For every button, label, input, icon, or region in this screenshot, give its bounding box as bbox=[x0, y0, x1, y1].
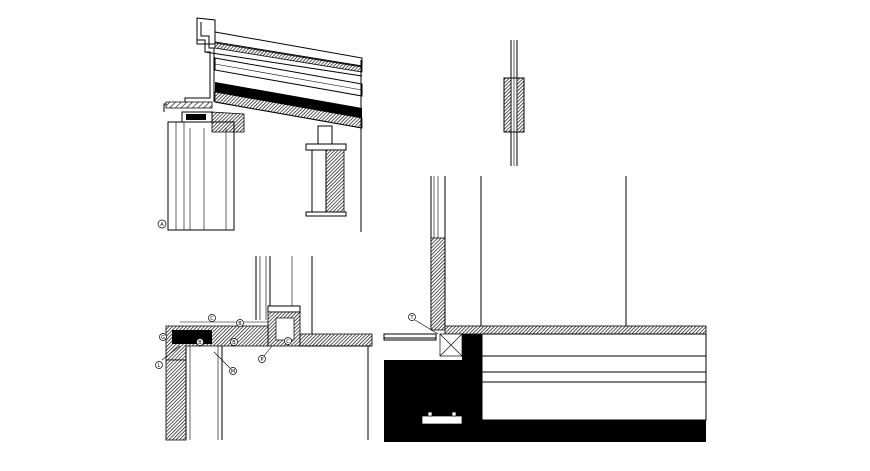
callout-sill-4: B bbox=[230, 338, 238, 346]
callout-sill-2: B bbox=[236, 319, 244, 327]
callout-sill-1: C bbox=[208, 314, 216, 322]
svg-text:C: C bbox=[210, 316, 214, 322]
callout-sill-5: C bbox=[284, 337, 292, 345]
callout-sill-6: G bbox=[159, 333, 167, 341]
mullion-detail bbox=[503, 40, 525, 166]
svg-text:B: B bbox=[232, 340, 236, 346]
callout-sill-9: P bbox=[258, 345, 273, 363]
callout-sill-8: M bbox=[213, 351, 237, 375]
svg-text:G: G bbox=[161, 335, 165, 341]
callout-corner-1: T bbox=[408, 313, 439, 335]
callout-detail-a: A bbox=[157, 219, 167, 229]
eave-detail: A bbox=[157, 17, 363, 232]
callout-sill-7: L bbox=[155, 345, 181, 369]
callout-sill-3: B bbox=[196, 338, 204, 346]
svg-text:B: B bbox=[198, 340, 202, 346]
svg-text:P: P bbox=[260, 357, 263, 363]
svg-text:C: C bbox=[286, 339, 290, 345]
svg-text:M: M bbox=[231, 369, 235, 375]
corner-detail: T bbox=[383, 176, 707, 442]
svg-text:A: A bbox=[160, 222, 164, 228]
svg-text:T: T bbox=[409, 315, 414, 321]
sill-detail: C B B B C G L M bbox=[155, 256, 373, 441]
svg-text:L: L bbox=[158, 363, 161, 369]
svg-text:B: B bbox=[238, 321, 242, 327]
